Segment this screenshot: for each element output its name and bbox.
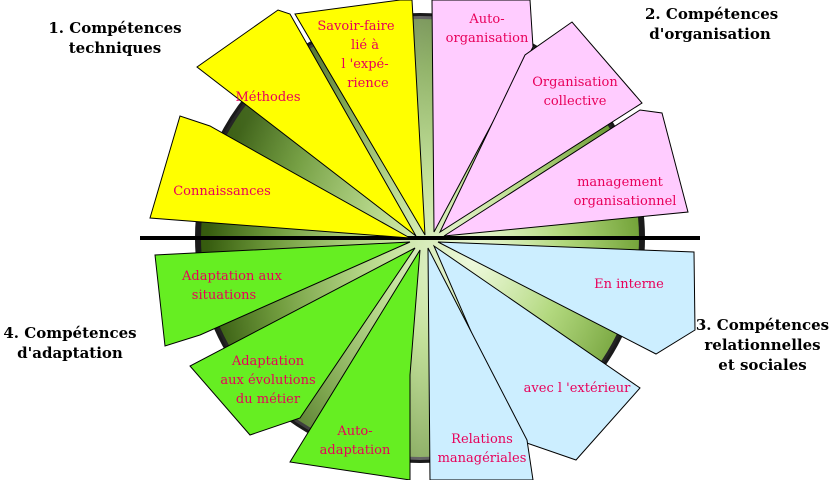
segment-relations-manageriales [427, 247, 534, 480]
quadrant-title-adaptation: 4. Compétences d'adaptation [0, 323, 140, 363]
label-en-interne: En interne [594, 277, 664, 292]
quadrant-title-relationnel: 3. Compétences relationnelles et sociale… [690, 315, 835, 375]
segment-auto-adaptation [289, 249, 421, 480]
quadrant-title-line: d'organisation [649, 25, 771, 43]
segment-connaissances [149, 115, 411, 239]
segment-savoir-faire [294, 0, 426, 236]
label-methodes: Méthodes [235, 90, 300, 105]
quadrant-title-line: 4. Compétences [3, 324, 137, 342]
segment-organisation-collective [438, 21, 643, 234]
label-auto-adaptation: Auto-adaptation [320, 424, 391, 458]
quadrant-title-line: techniques [68, 39, 162, 57]
segment-en-interne [437, 241, 696, 355]
quadrant-title-line: et sociales [718, 356, 807, 374]
segment-management-organisationnel [443, 109, 689, 237]
label-avec-exterieur: avec l 'extérieur [524, 381, 631, 396]
segment-adaptation-situations [154, 241, 411, 347]
label-auto-organisation: Auto-organisation [446, 12, 529, 46]
label-connaissances: Connaissances [173, 184, 271, 199]
quadrant-title-line: 1. Compétences [48, 19, 182, 37]
segment-adaptation-evolutions [189, 247, 416, 436]
segment-methodes [196, 9, 417, 237]
quadrant-title-line: 3. Compétences [695, 316, 830, 334]
quadrant-title-line: 2. Compétences [645, 5, 779, 23]
quadrant-title-organisation: 2. Compétences d'organisation [645, 4, 779, 44]
quadrant-title-line: d'adaptation [17, 344, 123, 362]
quadrant-title-line: relationnelles [704, 336, 821, 354]
quadrant-title-technique: 1. Compétences techniques [40, 18, 190, 58]
